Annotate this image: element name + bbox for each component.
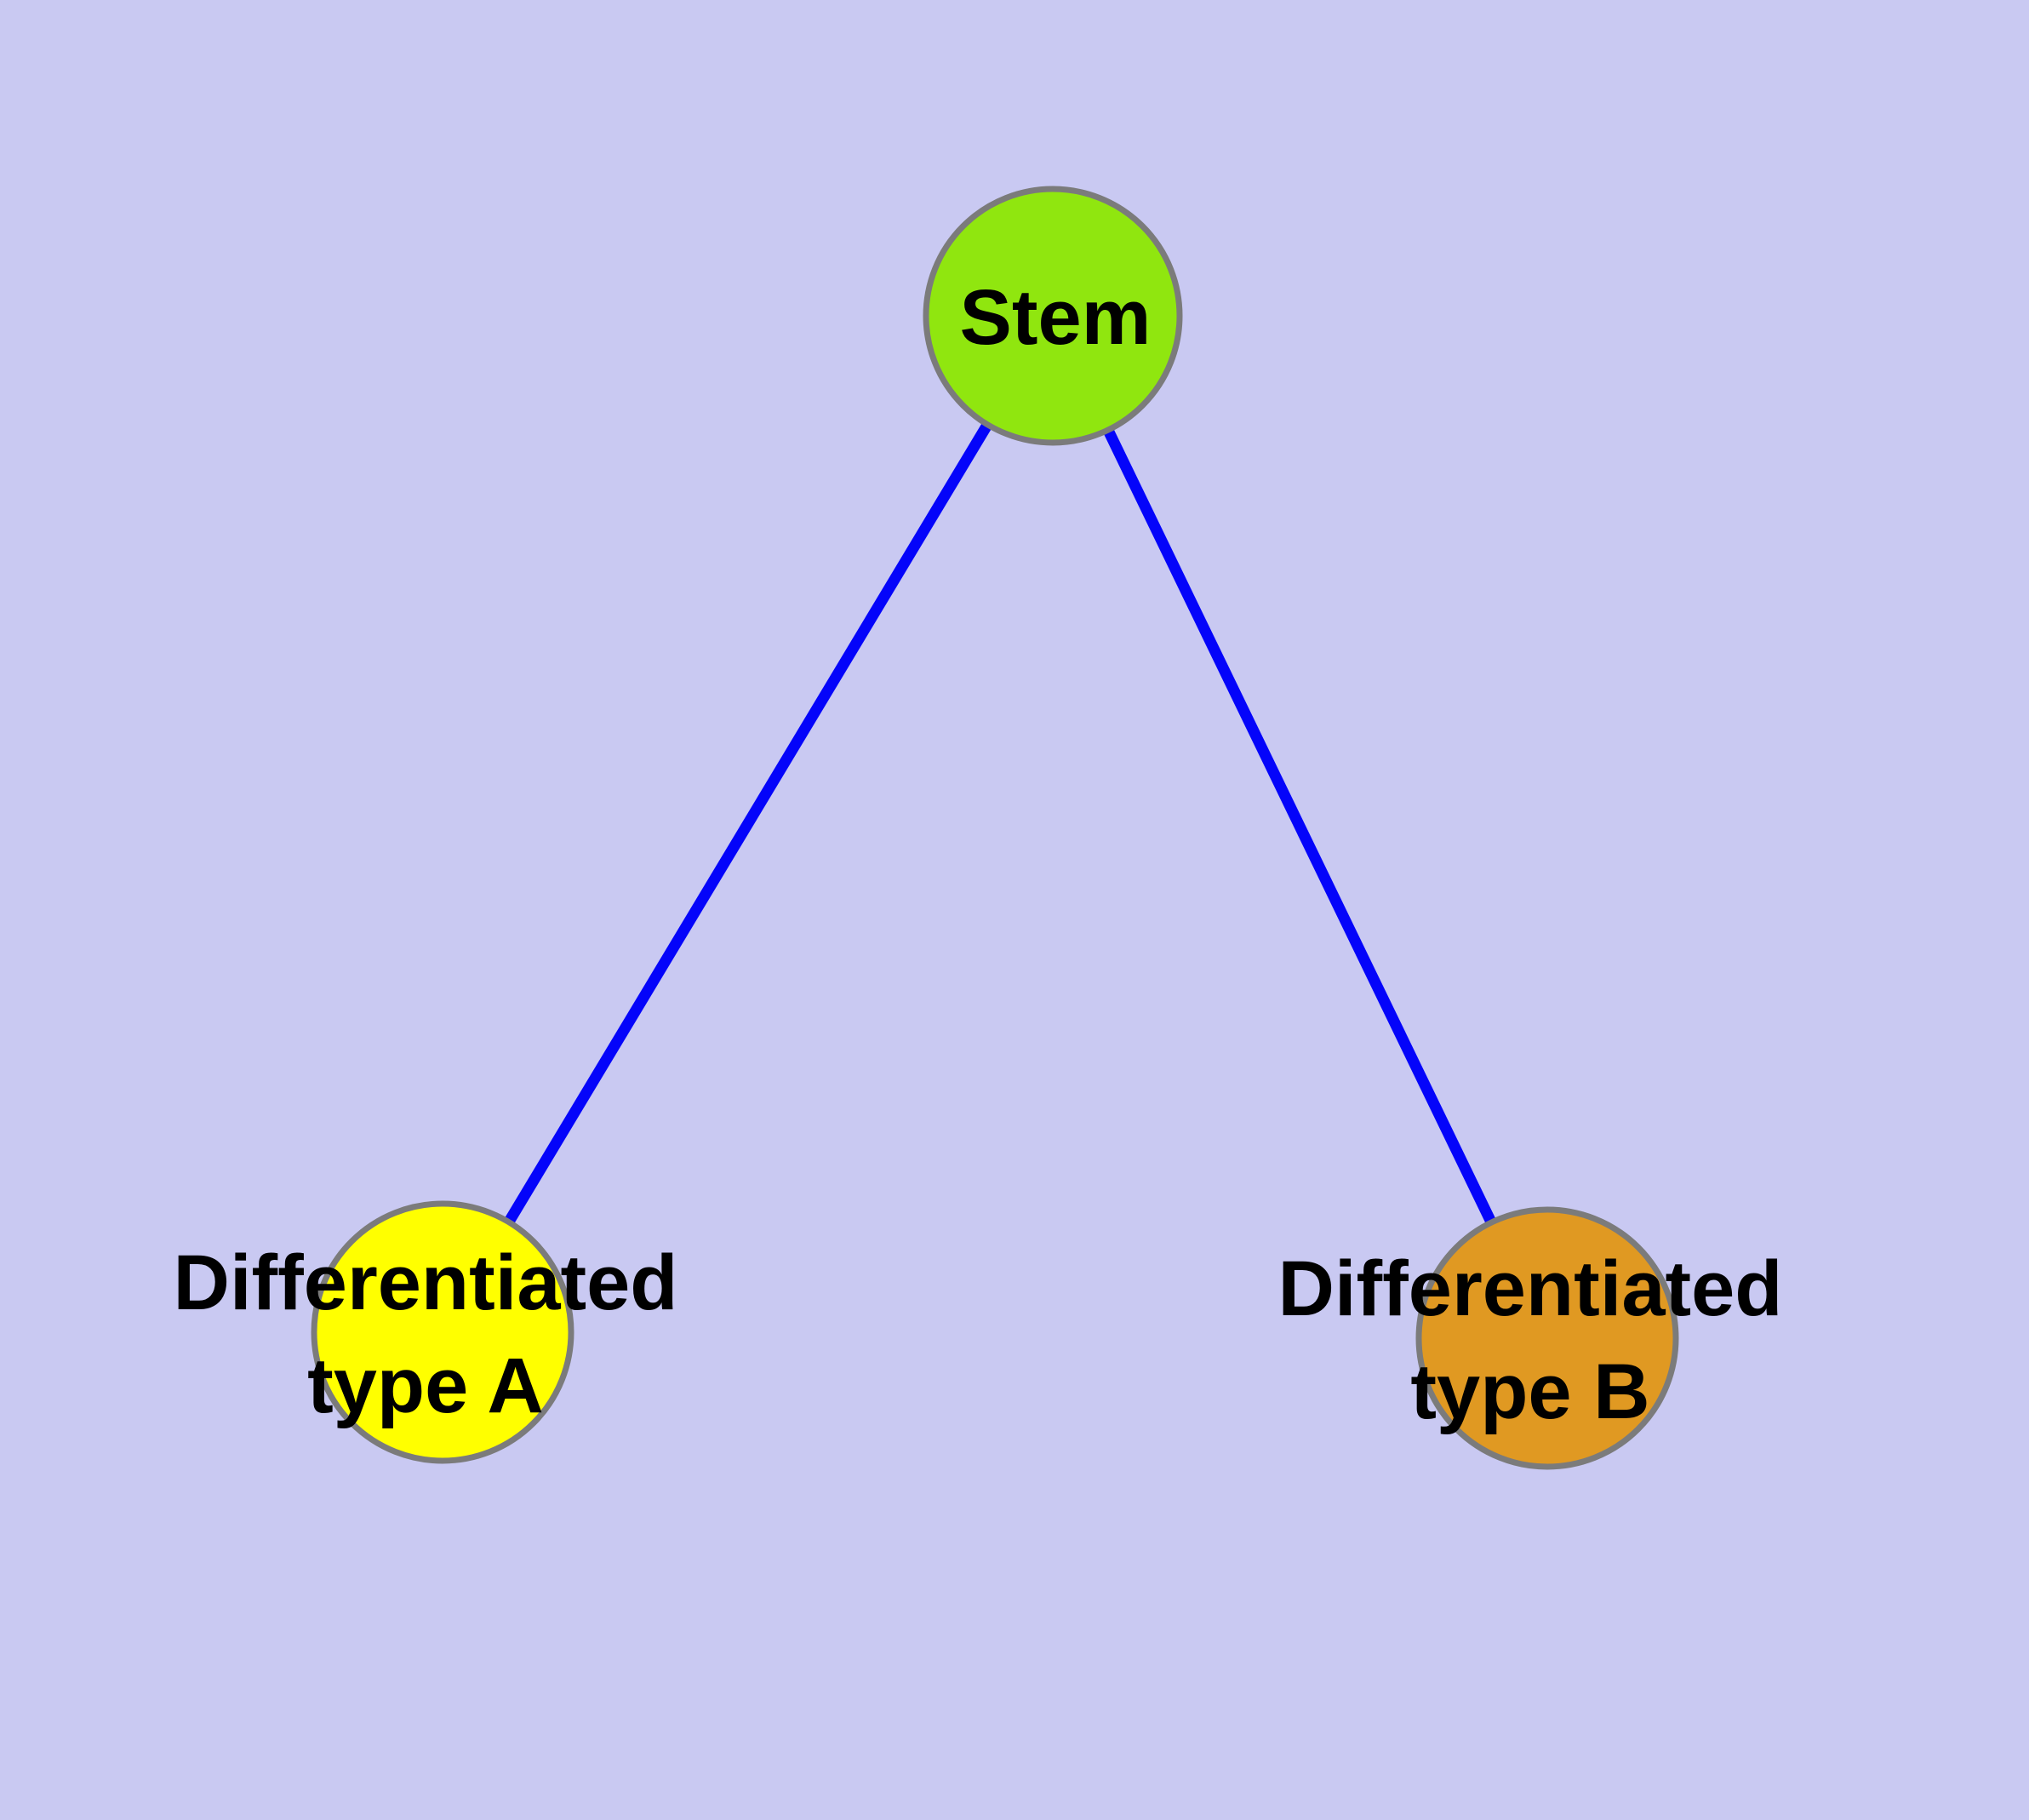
node-differentiated-type-a-label-line-1: Differentiated <box>174 1239 678 1326</box>
node-stem-label: Stem <box>960 274 1152 361</box>
node-differentiated-type-b-label-line-1: Differentiated <box>1278 1245 1783 1332</box>
node-differentiated-type-b-label-line-2: type B <box>1410 1348 1649 1435</box>
edge-stem-to-differentiated-type-a <box>437 312 1058 1336</box>
node-differentiated-type-a-label-line-2: type A <box>307 1342 544 1429</box>
edge-stem-to-differentiated-type-b <box>1048 313 1552 1341</box>
node-differentiated-type-a-circle <box>311 1200 574 1464</box>
node-stem-circle <box>923 186 1183 446</box>
node-differentiated-type-b-circle <box>1415 1206 1679 1470</box>
